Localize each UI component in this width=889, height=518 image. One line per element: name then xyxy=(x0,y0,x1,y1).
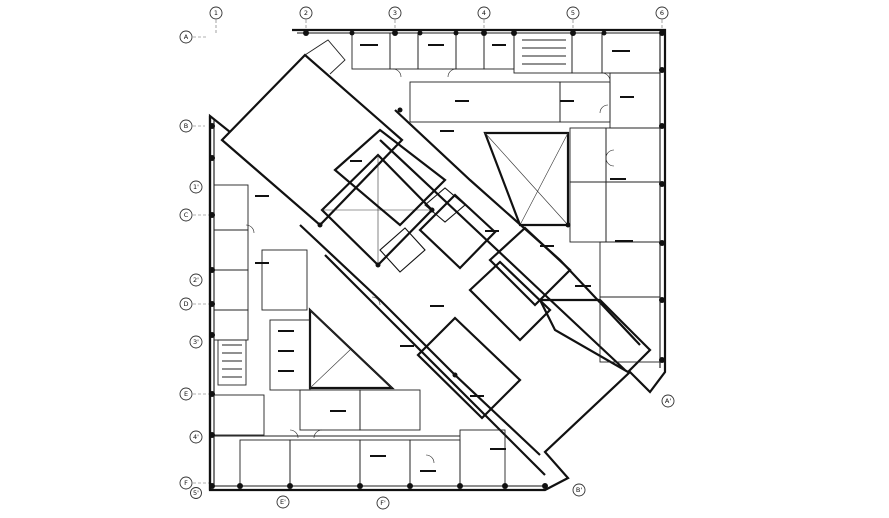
grid-bubble-2-prime: 2' xyxy=(189,273,203,287)
svg-text:B': B' xyxy=(576,486,582,494)
grid-bubble-E-prime: E' xyxy=(276,495,290,509)
west-rooms xyxy=(213,184,311,436)
grid-bubble-4: 4 xyxy=(477,6,491,20)
grid-bubble-5: 5 xyxy=(566,6,580,20)
grid-bubble-A: A xyxy=(179,30,193,44)
grid-bubble-1: 1 xyxy=(209,6,223,20)
svg-text:5: 5 xyxy=(571,9,575,17)
secondary-grid-bubbles: 5' E' F' A' B' xyxy=(190,394,675,510)
grid-bubble-6: 6 xyxy=(655,6,669,20)
south-rooms xyxy=(214,389,506,487)
svg-text:F': F' xyxy=(380,499,386,507)
grid-row-bubbles: A B 1' C 2' D 3' E 4' F xyxy=(179,30,203,490)
svg-text:C: C xyxy=(184,211,189,219)
svg-text:B: B xyxy=(184,122,188,130)
svg-text:4': 4' xyxy=(193,433,199,441)
svg-text:E: E xyxy=(184,390,188,398)
grid-bubble-E: E xyxy=(179,387,193,401)
grid-bubble-D: D xyxy=(179,297,193,311)
svg-text:2': 2' xyxy=(193,276,199,284)
svg-text:3: 3 xyxy=(393,9,397,17)
rotated-wing-top-left xyxy=(220,39,404,227)
grid-bubble-F: F xyxy=(179,476,193,490)
svg-text:1: 1 xyxy=(214,9,218,17)
grid-bubble-2: 2 xyxy=(299,6,313,20)
grid-column-bubbles: 1 2 3 4 5 6 xyxy=(209,6,669,20)
doors xyxy=(245,68,615,464)
svg-text:2: 2 xyxy=(304,9,308,17)
svg-text:1': 1' xyxy=(193,183,199,191)
east-court xyxy=(483,131,570,227)
svg-text:E': E' xyxy=(280,498,286,506)
svg-text:D: D xyxy=(183,300,188,308)
structural-columns xyxy=(209,30,665,489)
grid-bubble-F-prime: F' xyxy=(376,496,390,510)
grid-bubble-3: 3 xyxy=(388,6,402,20)
svg-text:3': 3' xyxy=(193,338,199,346)
grid-bubble-4-prime: 4' xyxy=(189,430,203,444)
building-outline xyxy=(208,28,667,492)
svg-text:6: 6 xyxy=(660,9,664,17)
grid-bubble-B-prime: B' xyxy=(572,483,586,497)
grid-bubble-C: C xyxy=(179,208,193,222)
svg-text:5': 5' xyxy=(193,489,199,497)
central-atrium xyxy=(320,128,447,267)
svg-text:A': A' xyxy=(665,397,671,405)
east-rooms xyxy=(569,72,661,363)
svg-text:A: A xyxy=(184,33,189,41)
grid-bubble-5-prime: 5' xyxy=(190,487,202,499)
diagonal-corridors xyxy=(299,109,652,476)
grid-lines xyxy=(193,20,663,484)
grid-bubble-B: B xyxy=(179,119,193,133)
grid-bubble-1-prime: 1' xyxy=(189,180,203,194)
grid-bubble-A-prime: A' xyxy=(661,394,675,408)
svg-text:4: 4 xyxy=(482,9,486,17)
south-west-court xyxy=(308,307,395,390)
annotation-tags xyxy=(255,44,634,472)
svg-text:F: F xyxy=(184,479,188,487)
grid-bubble-3-prime: 3' xyxy=(189,335,203,349)
